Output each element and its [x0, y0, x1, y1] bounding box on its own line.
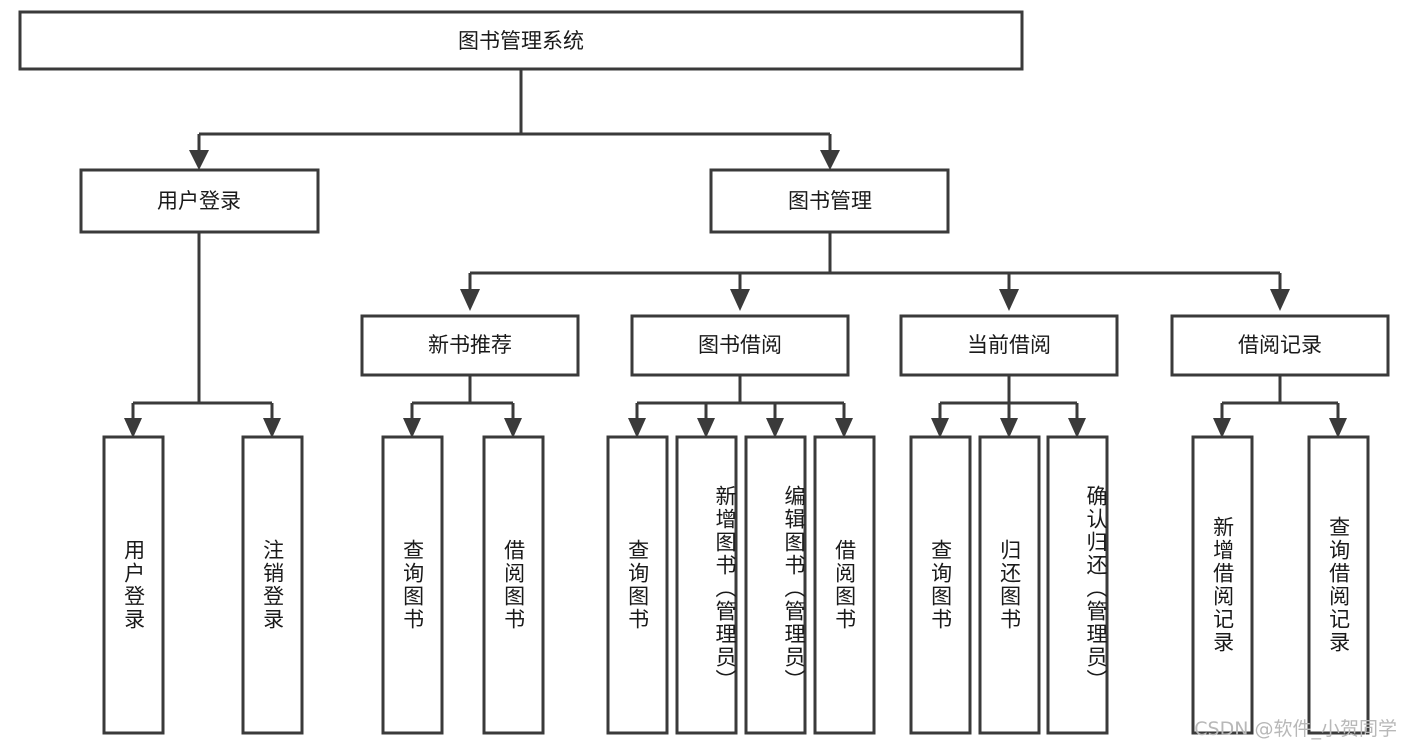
- arrow-icon-currentborrow-leaf1: [931, 418, 949, 438]
- leaf-user-login-box[interactable]: [102, 435, 165, 735]
- arrow-icon-borrowrecord-leaf1: [1213, 418, 1231, 438]
- node-root-box[interactable]: [18, 10, 1024, 71]
- arrow-icon-bm-newbook: [460, 289, 480, 311]
- node-book-manage[interactable]: 图书管理: [709, 168, 950, 234]
- arrow-icon-currentborrow-leaf3: [1068, 418, 1086, 438]
- node-root[interactable]: 图书管理系统: [18, 10, 1024, 71]
- arrow-icon-bookborrow-leaf3: [766, 418, 784, 438]
- arrow-icon-bm-borrowrecord: [1270, 289, 1290, 311]
- leaf-query-book-3-box[interactable]: [909, 435, 972, 735]
- arrow-icon-currentborrow-leaf2: [1000, 418, 1018, 438]
- node-user-login[interactable]: 用户登录: [79, 168, 320, 234]
- node-borrow-record[interactable]: 借阅记录: [1170, 314, 1390, 377]
- node-root-label: 图书管理系统: [458, 29, 584, 53]
- node-user-login-box[interactable]: [79, 168, 320, 234]
- arrow-icon-bookborrow-leaf4: [835, 418, 853, 438]
- node-user-login-label: 用户登录: [157, 189, 241, 213]
- arrow-icon-bm-bookborrow: [730, 289, 750, 311]
- arrow-icon-newbook-leaf1: [403, 418, 421, 438]
- node-book-manage-label: 图书管理: [788, 189, 872, 213]
- leaf-add-record-box[interactable]: [1191, 435, 1254, 735]
- node-borrow-record-box[interactable]: [1170, 314, 1390, 377]
- arrow-icon-userlogin-leaf2: [263, 418, 281, 438]
- leaf-borrow-book-2-box[interactable]: [813, 435, 876, 735]
- leaf-logout-box[interactable]: [241, 435, 304, 735]
- node-book-borrow[interactable]: 图书借阅: [630, 314, 850, 377]
- arrow-icon-root-user-login: [189, 150, 209, 170]
- arrow-icon-root-book-manage: [820, 150, 840, 170]
- arrow-icon-bm-currentborrow: [999, 289, 1019, 311]
- leaf-add-book-box[interactable]: [675, 435, 738, 735]
- node-borrow-record-label: 借阅记录: [1238, 333, 1322, 357]
- node-book-borrow-label: 图书借阅: [698, 333, 782, 357]
- arrow-heads: [124, 150, 1347, 438]
- arrow-icon-bookborrow-leaf2: [697, 418, 715, 438]
- csdn-watermark: CSDN @软件_小贺同学: [1194, 718, 1397, 740]
- node-current-borrow-label: 当前借阅: [967, 333, 1051, 357]
- connector-lines: [131, 69, 1340, 420]
- arrow-icon-borrowrecord-leaf2: [1329, 418, 1347, 438]
- leaf-query-book-2-box[interactable]: [606, 435, 669, 735]
- node-new-book-recommend-label: 新书推荐: [428, 333, 512, 357]
- node-current-borrow[interactable]: 当前借阅: [899, 314, 1119, 377]
- leaf-return-book-box[interactable]: [978, 435, 1041, 735]
- leaf-confirm-return-box[interactable]: [1046, 435, 1109, 735]
- leaf-edit-book-box[interactable]: [744, 435, 807, 735]
- leaf-query-book-1-box[interactable]: [381, 435, 444, 735]
- node-book-manage-box[interactable]: [709, 168, 950, 234]
- arrow-icon-newbook-leaf2: [504, 418, 522, 438]
- node-book-borrow-box[interactable]: [630, 314, 850, 377]
- node-new-book-recommend[interactable]: 新书推荐: [360, 314, 580, 377]
- leaf-node-boxes: [102, 435, 1370, 735]
- node-new-book-recommend-box[interactable]: [360, 314, 580, 377]
- node-current-borrow-box[interactable]: [899, 314, 1119, 377]
- leaf-borrow-book-1-box[interactable]: [482, 435, 545, 735]
- leaf-query-record-box[interactable]: [1307, 435, 1370, 735]
- arrow-icon-bookborrow-leaf1: [628, 418, 646, 438]
- arrow-icon-userlogin-leaf1: [124, 418, 142, 438]
